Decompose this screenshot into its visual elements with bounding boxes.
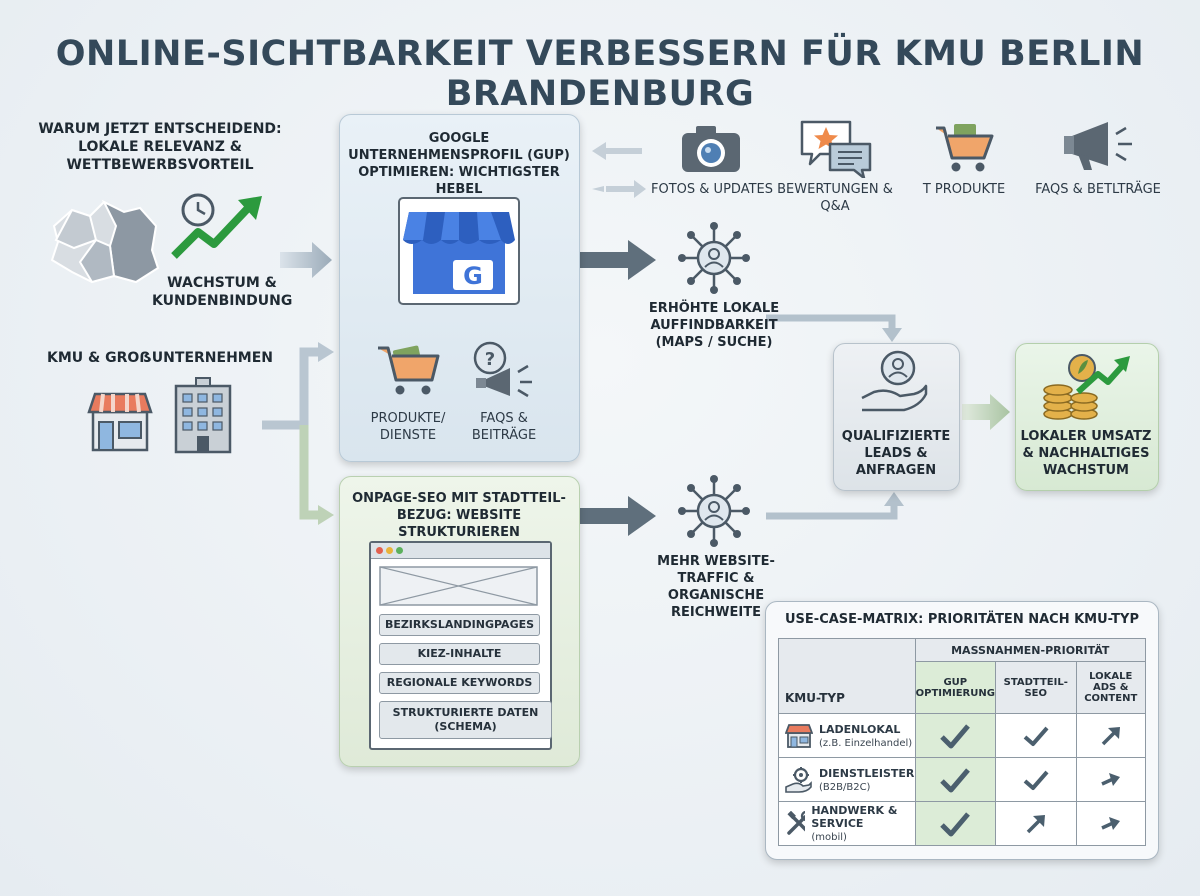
browser-maximize-dot: [396, 547, 403, 554]
check-icon: [1023, 726, 1049, 746]
matrix-row: HANDWERK & SERVICE (mobil): [778, 801, 1146, 846]
arrow-right-icon: [1101, 816, 1120, 830]
seo-item-district-pages: BEZIRKSLANDINGPAGES: [379, 614, 540, 636]
reviews-chat-icon: [800, 120, 872, 178]
feature-photos-label: FOTOS & UPDATES: [651, 182, 773, 197]
matrix-col-ads: LOKALE ADS & CONTENT: [1075, 661, 1146, 714]
growth-label: WACHSTUM & KUNDENBINDUNG: [152, 275, 293, 309]
hand-person-icon: [861, 350, 928, 412]
gbp-title: GOOGLE UNTERNEHMENSPROFIL (GUP) OPTIMIER…: [348, 131, 570, 197]
kmu-label: KMU & GROẞUNTERNEHMEN: [46, 350, 273, 366]
storefront-icon: [785, 723, 813, 748]
feature-reviews-label: BEWERTUNGEN & Q&A: [777, 182, 893, 214]
arrow-up-right-icon: [1101, 726, 1120, 745]
matrix-col-seo: STADTTEIL-SEO: [995, 661, 1077, 714]
revenue-label: LOKALER UMSATZ & NACHHALTIGES WACHSTUM: [1020, 429, 1152, 478]
storefront-icon: [87, 392, 153, 452]
why-heading: WARUM JETZT ENTSCHEIDEND: LOKALE RELEVAN…: [38, 121, 282, 173]
seo-title: ONPAGE-SEO MIT STADTTEIL-BEZUG: WEBSITE …: [352, 491, 566, 540]
network-person-icon: [678, 475, 750, 547]
website-wireframe: BEZIRKSLANDINGPAGES KIEZ-INHALTE REGIONA…: [369, 541, 552, 750]
check-icon: [940, 811, 971, 836]
network-person-icon: [678, 222, 750, 294]
feature-products-label: T PRODUKTE: [922, 182, 1006, 197]
feature-faqs-label: FAQS & BETLTRÄGE: [1035, 182, 1161, 197]
browser-bar: [371, 543, 550, 559]
growth-chart-icon: [171, 193, 262, 259]
visibility-label: ERHÖHTE LOKALE AUFFINDBARKEIT (MAPS / SU…: [648, 301, 780, 350]
gear-hand-icon: [785, 766, 812, 793]
browser-close-dot: [376, 547, 383, 554]
matrix-row-header: KMU-TYP: [778, 638, 916, 714]
google-business-logo-icon: G: [398, 197, 520, 305]
matrix-row-name: LADENLOKAL: [819, 722, 901, 736]
matrix-table: KMU-TYP MASSNAHMEN-PRIORITÄT GUP OPTIMIE…: [778, 637, 1147, 846]
google-g-letter: G: [463, 262, 483, 290]
matrix-row-label: HANDWERK & SERVICE (mobil): [778, 801, 916, 846]
traffic-label: MEHR WEBSITE-TRAFFIC & ORGANISCHE REICHW…: [657, 554, 775, 620]
berlin-map-icon: [50, 199, 160, 284]
tools-icon: [787, 810, 806, 835]
matrix-row-name: HANDWERK & SERVICE: [811, 804, 898, 830]
matrix-cell: [914, 801, 997, 846]
seo-item-kiez-content: KIEZ-INHALTE: [379, 643, 540, 665]
matrix-row-label: LADENLOKAL (z.B. Einzelhandel): [778, 713, 916, 758]
matrix-cell: [1075, 801, 1146, 846]
check-icon: [940, 767, 971, 792]
use-case-matrix: USE-CASE-MATRIX: PRIORITÄTEN NACH KMU-TY…: [765, 601, 1159, 860]
matrix-row: DIENSTLEISTER (B2B/B2C): [778, 757, 1146, 802]
gbp-products-label: PRODUKTE/ DIENSTE: [370, 411, 446, 443]
matrix-cell: [914, 757, 997, 802]
matrix-row: LADENLOKAL (z.B. Einzelhandel): [778, 713, 1146, 758]
browser-minimize-dot: [386, 547, 393, 554]
matrix-row-sub: (B2B/B2C): [819, 781, 871, 793]
matrix-title: USE-CASE-MATRIX: PRIORITÄTEN NACH KMU-TY…: [785, 612, 1139, 627]
arrow-right-icon: [1101, 772, 1120, 786]
faq-megaphone-icon: ?: [473, 341, 532, 398]
office-building-icon: [174, 377, 232, 454]
megaphone-icon: [1064, 122, 1132, 170]
check-icon: [940, 723, 971, 748]
camera-icon: [682, 126, 740, 172]
matrix-cell: [1075, 713, 1146, 758]
matrix-group-header: MASSNAHMEN-PRIORITÄT: [914, 637, 1147, 663]
matrix-cell: [995, 801, 1077, 846]
arrow-up-right-icon: [1026, 814, 1045, 833]
matrix-cell: [995, 757, 1077, 802]
shopping-cart-icon: [378, 345, 440, 395]
coins-growth-icon: [1043, 354, 1130, 420]
seo-item-structured-data: STRUKTURIERTE DATEN (SCHEMA): [379, 701, 552, 739]
matrix-cell: [914, 713, 997, 758]
matrix-row-label: DIENSTLEISTER (B2B/B2C): [778, 757, 916, 802]
matrix-cell: [1075, 757, 1146, 802]
matrix-row-sub: (mobil): [811, 832, 847, 843]
leads-label: QUALIFIZIERTE LEADS & ANFRAGEN: [841, 429, 951, 478]
gbp-faqs-label: FAQS & BEITRÄGE: [471, 411, 537, 443]
page-title: ONLINE-SICHTBARKEIT VERBESSERN FÜR KMU B…: [55, 34, 1145, 114]
matrix-cell: [995, 713, 1077, 758]
shopping-cart-icon: [936, 124, 994, 172]
image-placeholder-icon: [379, 566, 538, 606]
seo-item-regional-keywords: REGIONALE KEYWORDS: [379, 672, 540, 694]
check-icon: [1023, 770, 1049, 790]
matrix-row-name: DIENSTLEISTER: [819, 766, 915, 780]
matrix-col-gup: GUP OPTIMIERUNG: [914, 661, 997, 714]
matrix-row-sub: (z.B. Einzelhandel): [819, 737, 913, 749]
svg-text:?: ?: [485, 349, 495, 370]
